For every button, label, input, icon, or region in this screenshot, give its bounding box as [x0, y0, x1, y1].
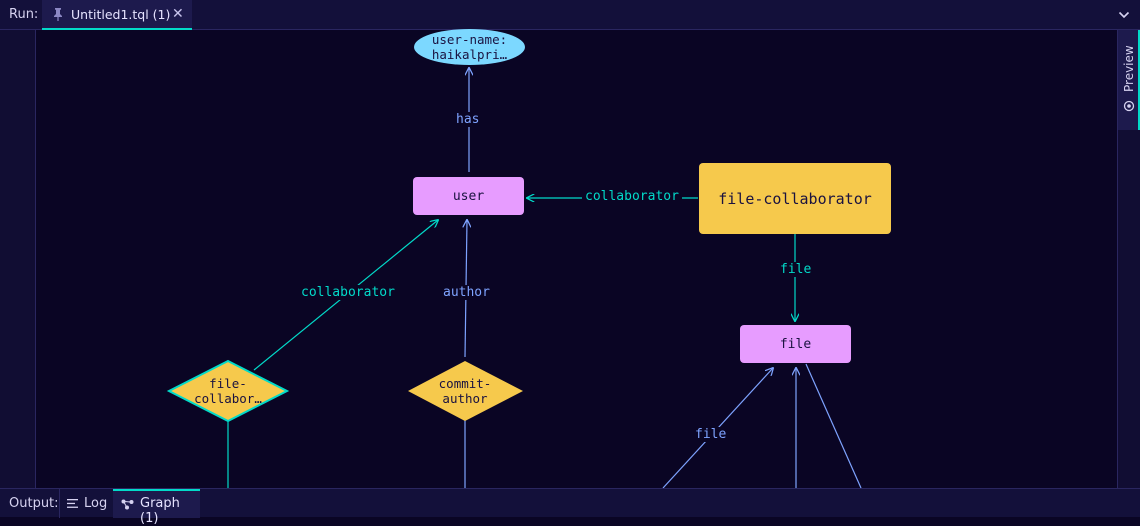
- run-label: Run:: [9, 7, 39, 22]
- file-collaborator-relation[interactable]: file-collaborator: [699, 163, 891, 234]
- list-icon: [67, 499, 78, 508]
- preview-label: Preview: [1122, 45, 1136, 92]
- graph-label: Graph (1): [140, 496, 180, 526]
- user-entity-label: user: [452, 188, 485, 204]
- eye-icon: [1123, 100, 1135, 112]
- diamond-line2: collabor…: [194, 391, 262, 406]
- file-collaborator-diamond[interactable]: [166, 359, 290, 423]
- tab-graph[interactable]: Graph (1): [113, 489, 200, 526]
- tab-untitled1[interactable]: Untitled1.tql (1) ✕: [42, 0, 192, 30]
- tab-log[interactable]: Log: [60, 489, 112, 518]
- close-icon[interactable]: ✕: [172, 6, 184, 22]
- edge-label-collaborator-top: collaborator: [582, 189, 682, 204]
- commit-author-diamond-label: commit- author: [415, 376, 515, 406]
- pin-icon[interactable]: [52, 7, 64, 21]
- user-entity[interactable]: user: [413, 177, 524, 215]
- graph-canvas[interactable]: user-name: haikalpri… user file-collabor…: [36, 29, 1117, 488]
- tab-title: Untitled1.tql (1): [71, 7, 171, 22]
- commit-author-diamond[interactable]: [408, 361, 523, 421]
- user-name-line2: haikalpri…: [431, 47, 508, 62]
- commit-line1: commit-: [438, 376, 492, 391]
- file-entity-label: file: [779, 336, 812, 352]
- file-collaborator-diamond-label: file- collabor…: [178, 376, 278, 406]
- edge-file-outgoing: [805, 363, 862, 488]
- commit-line2: author: [442, 391, 488, 406]
- user-name-line1: user-name:: [431, 32, 508, 47]
- chevron-down-icon[interactable]: [1118, 9, 1130, 21]
- file-collaborator-label: file-collaborator: [718, 189, 872, 208]
- edge-label-author: author: [440, 285, 493, 300]
- output-label: Output:: [9, 496, 59, 511]
- diamond-line1: file-: [209, 376, 247, 391]
- graph-icon: [121, 499, 134, 510]
- left-gutter: [0, 30, 36, 488]
- edge-label-file-bottom: file: [692, 427, 730, 442]
- edge-label-has: has: [453, 112, 483, 127]
- log-label: Log: [84, 496, 108, 511]
- output-bar: Output: Log Graph (1): [0, 488, 1140, 526]
- edge-label-collaborator-left: collaborator: [298, 285, 398, 300]
- preview-tab[interactable]: Preview: [1118, 30, 1140, 130]
- edge-label-file-top: file: [777, 262, 815, 277]
- graph-edges: [166, 30, 862, 488]
- right-rail: Preview: [1117, 30, 1140, 488]
- user-name-attribute[interactable]: user-name: haikalpri…: [414, 29, 525, 65]
- run-bar: Run: Untitled1.tql (1) ✕: [0, 0, 1140, 30]
- file-entity[interactable]: file: [740, 325, 851, 363]
- output-divider: [59, 489, 60, 518]
